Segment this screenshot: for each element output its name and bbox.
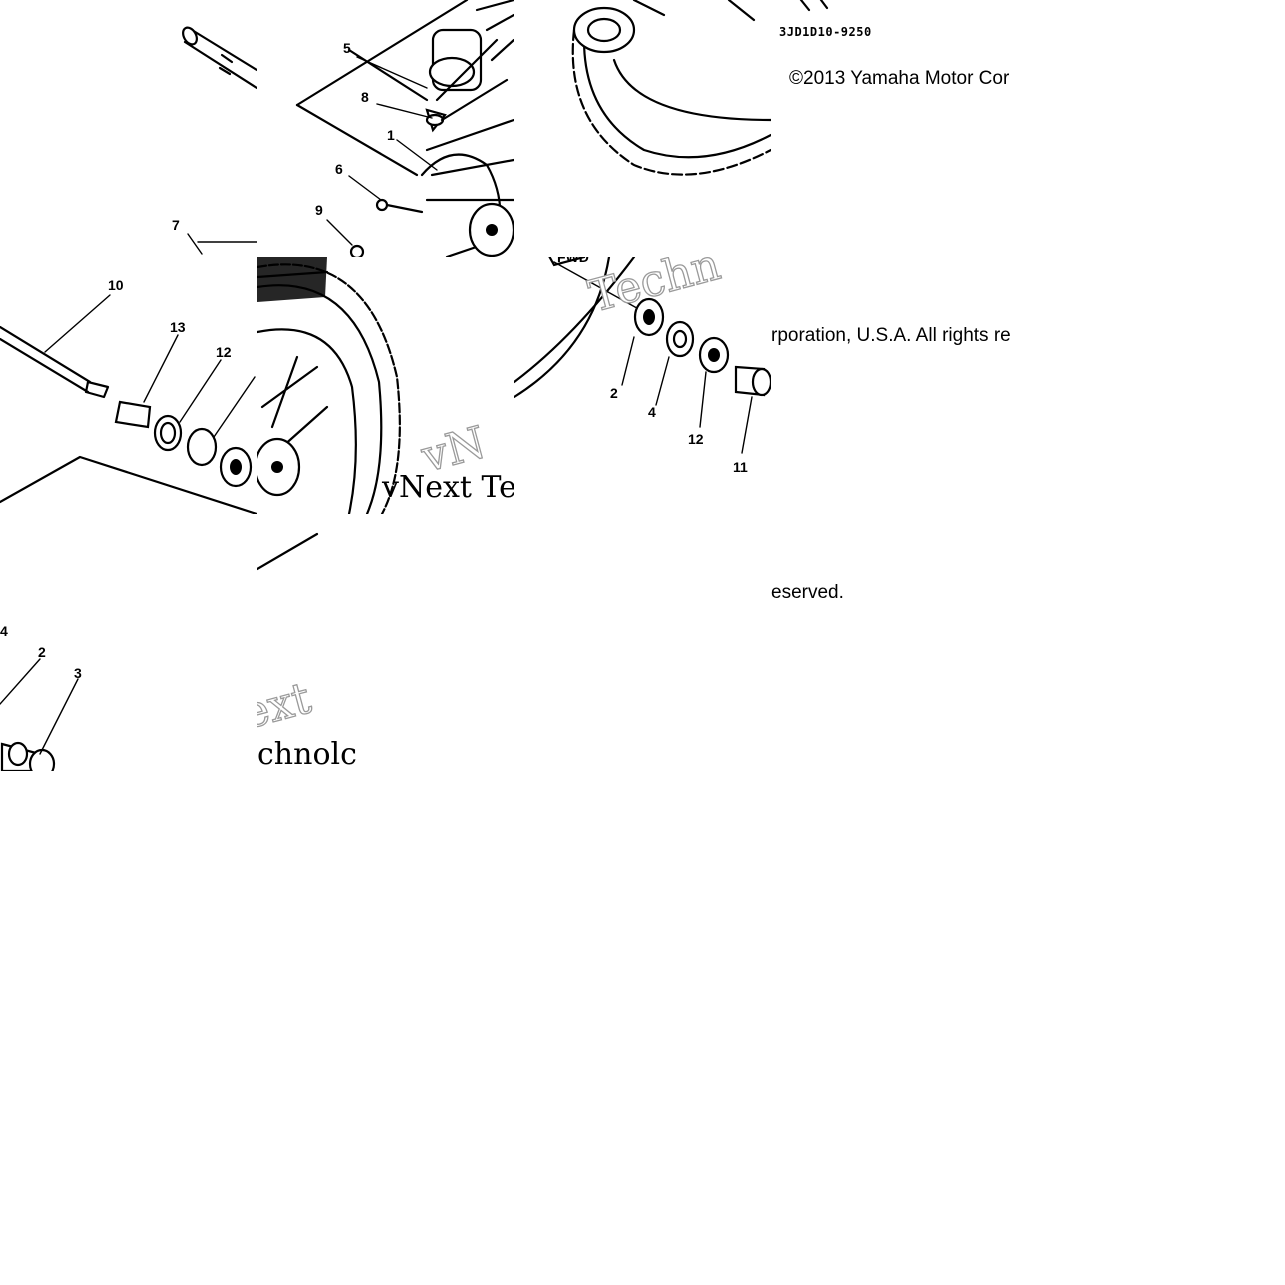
callout-11: 11 [733, 459, 748, 475]
callout-7: 7 [172, 217, 180, 233]
callout-10: 10 [108, 277, 124, 293]
tile-collar-bearing: 4 2 3 [0, 514, 257, 771]
callout-13: 13 [170, 319, 186, 335]
hub-brake-drawing: 5 8 1 6 9 [295, 0, 514, 257]
collar-bearing-drawing: 4 2 3 [0, 623, 82, 771]
callout-12-right: 12 [688, 431, 704, 447]
callout-1: 1 [387, 127, 395, 143]
tile-copyright-top: 3JD1D10-9250 ©2013 Yamaha Motor Cor [771, 0, 1028, 257]
tile-watermark-lower: ext chnolc [257, 514, 514, 771]
callout-3: 3 [74, 665, 82, 681]
tile-axle-collar: 7 [0, 0, 257, 257]
watermark-ext: ext [257, 673, 316, 740]
tile-copyright-mid: rporation, U.S.A. All rights re [771, 257, 1028, 514]
callout-12-left: 12 [216, 344, 232, 360]
axle-collar-drawing: 7 [172, 26, 257, 255]
bearings-right-drawing: FWD 2 4 12 11 Techn [514, 257, 771, 475]
callout-2-right: 2 [610, 385, 618, 401]
copyright-line-1: ©2013 Yamaha Motor Cor [789, 68, 1010, 89]
watermark-lower-area: ext chnolc [257, 532, 357, 771]
copyright-line-3: eserved. [771, 582, 844, 603]
copyright-line-2: rporation, U.S.A. All rights re [771, 325, 1011, 346]
callout-2-lower: 2 [38, 644, 46, 660]
diagram-code: 3JD1D10-9250 [779, 25, 872, 39]
tile-hub-brake: 5 8 1 6 9 [257, 0, 514, 257]
fwd-arrow-label: FWD [557, 257, 589, 265]
code-area: 3JD1D10-9250 [779, 0, 872, 39]
tile-copyright-bottom: eserved. [771, 514, 1028, 771]
front-tyre-drawing: vN vNext Te [257, 257, 514, 514]
watermark-chnolc: chnolc [257, 737, 357, 771]
callout-6: 6 [335, 161, 343, 177]
callout-5: 5 [343, 40, 351, 56]
watermark-vnext-te: vNext Te [381, 470, 514, 505]
callout-4-lower: 4 [0, 623, 8, 639]
tile-rear-tyre [514, 0, 771, 257]
axle-spacers-drawing: 10 13 12 [0, 277, 257, 514]
rear-tyre-drawing [571, 0, 771, 176]
tile-front-tyre: vN vNext Te [257, 257, 514, 514]
callout-4-right: 4 [648, 404, 656, 420]
tile-blank [514, 514, 771, 771]
callout-9: 9 [315, 202, 323, 218]
tile-bearings-right: FWD 2 4 12 11 Techn [514, 257, 771, 514]
tile-axle-spacers: 10 13 12 [0, 257, 257, 514]
callout-8: 8 [361, 89, 369, 105]
